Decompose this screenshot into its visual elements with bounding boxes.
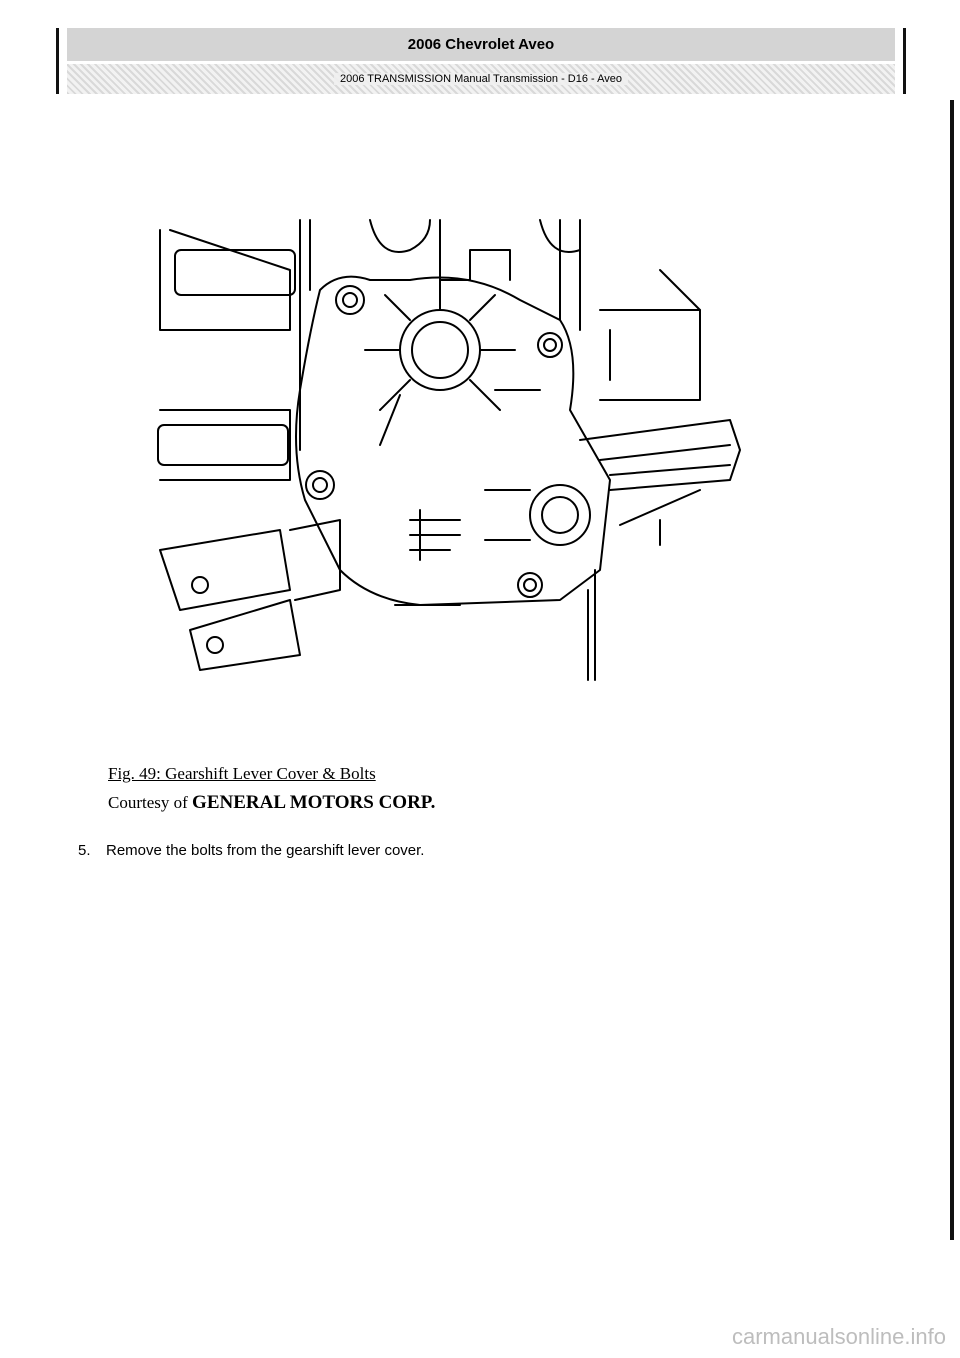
figure-credit: Courtesy of GENERAL MOTORS CORP. bbox=[108, 792, 435, 814]
page-edge-rule bbox=[950, 100, 954, 1240]
document-subtitle-text: 2006 TRANSMISSION Manual Transmission - … bbox=[333, 73, 629, 85]
figure-credit-prefix: Courtesy of bbox=[108, 793, 188, 812]
document-title: 2006 Chevrolet Aveo bbox=[67, 28, 895, 61]
procedure-step: 5. Remove the bolts from the gearshift le… bbox=[78, 842, 424, 859]
document-subtitle: 2006 TRANSMISSION Manual Transmission - … bbox=[67, 64, 895, 94]
figure-caption[interactable]: Fig. 49: Gearshift Lever Cover & Bolts bbox=[108, 764, 376, 783]
step-text: Remove the bolts from the gearshift leve… bbox=[106, 842, 425, 859]
step-number: 5. bbox=[78, 842, 91, 859]
figure-credit-company: GENERAL MOTORS CORP. bbox=[192, 792, 436, 813]
site-watermark: carmanualsonline.info bbox=[731, 1324, 946, 1349]
page-header: 2006 Chevrolet Aveo 2006 TRANSMISSION Ma… bbox=[56, 28, 906, 94]
gearshift-cover-illustration bbox=[140, 210, 760, 685]
